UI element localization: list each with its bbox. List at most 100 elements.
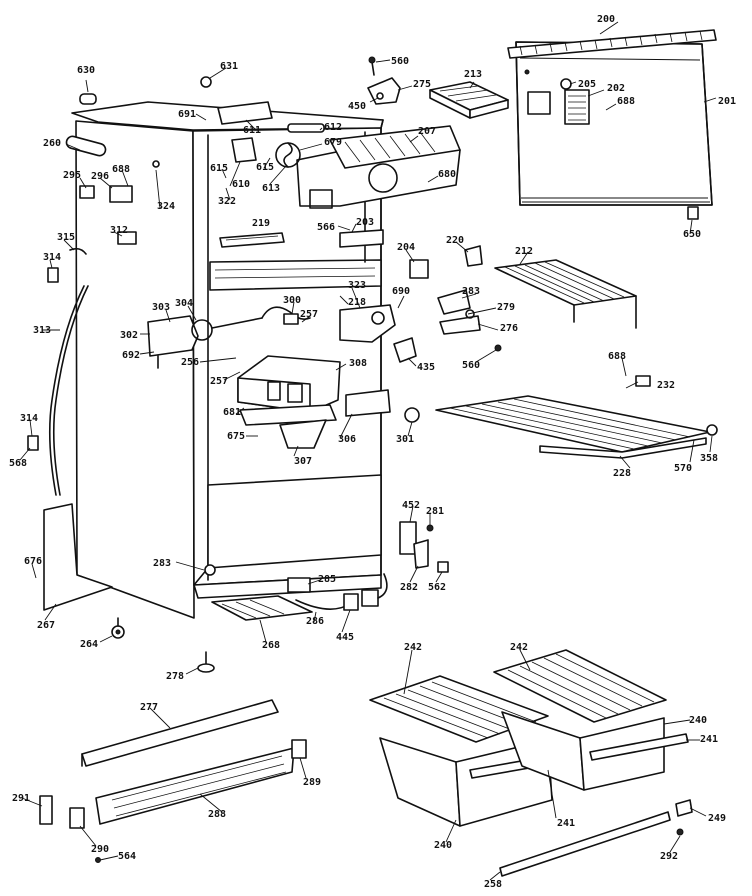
- part-label-290: 290: [91, 844, 109, 855]
- part-label-681: 681: [223, 407, 241, 418]
- control-knob-panel: [345, 389, 391, 417]
- part-label-435: 435: [417, 362, 435, 373]
- part-label-452: 452: [402, 500, 420, 511]
- part-label-300: 300: [283, 295, 301, 306]
- cabinet-body: [43, 101, 384, 619]
- part-label-292: 292: [660, 851, 678, 862]
- part-label-279: 279: [497, 302, 515, 313]
- part-label-307: 307: [294, 456, 312, 467]
- top-hinge: [367, 56, 401, 105]
- grille-end-cap: [69, 807, 85, 829]
- part-label-688c: 688: [608, 351, 626, 362]
- freezer-door-panel: [515, 41, 713, 206]
- control-bracket: [339, 304, 396, 343]
- part-label-219: 219: [252, 218, 270, 229]
- part-label-314b: 314: [20, 413, 38, 424]
- part-label-285: 285: [318, 574, 336, 585]
- rail-screw: [676, 828, 684, 836]
- part-label-200: 200: [597, 14, 615, 25]
- part-label-283a: 283: [462, 286, 480, 297]
- part-label-264: 264: [80, 639, 98, 650]
- part-label-679: 679: [324, 137, 342, 148]
- part-label-281: 281: [426, 506, 444, 517]
- part-label-242a: 242: [404, 642, 422, 653]
- part-label-676: 676: [24, 556, 42, 567]
- part-label-203: 203: [356, 217, 374, 228]
- base-bracket: [81, 699, 279, 767]
- part-label-283b: 283: [153, 558, 171, 569]
- part-label-220: 220: [446, 235, 464, 246]
- part-label-315: 315: [57, 232, 75, 243]
- part-label-282: 282: [400, 582, 418, 593]
- part-label-312: 312: [110, 225, 128, 236]
- part-label-268: 268: [262, 640, 280, 651]
- part-label-249: 249: [708, 813, 726, 824]
- part-label-213: 213: [464, 69, 482, 80]
- part-label-202: 202: [607, 83, 625, 94]
- grille-clip: [291, 739, 307, 759]
- part-label-688a: 688: [617, 96, 635, 107]
- part-label-242b: 242: [510, 642, 528, 653]
- part-label-688b: 688: [112, 164, 130, 175]
- thermostat-clip: [283, 313, 299, 325]
- ice-tray: [429, 81, 509, 119]
- part-label-289: 289: [303, 777, 321, 788]
- part-label-611: 611: [243, 125, 261, 136]
- part-label-304: 304: [175, 298, 193, 309]
- part-label-241a: 241: [700, 734, 718, 745]
- part-label-610: 610: [232, 179, 250, 190]
- part-label-218: 218: [348, 297, 366, 308]
- part-label-615a: 615: [210, 163, 228, 174]
- part-label-302: 302: [120, 330, 138, 341]
- part-label-615b: 615: [256, 162, 274, 173]
- part-label-570: 570: [674, 463, 692, 474]
- part-label-306: 306: [338, 434, 356, 445]
- part-label-286: 286: [306, 616, 324, 627]
- part-label-680: 680: [438, 169, 456, 180]
- part-label-267: 267: [37, 620, 55, 631]
- part-label-260: 260: [43, 138, 61, 149]
- evaporator-cover: [296, 125, 461, 209]
- part-label-212: 212: [515, 246, 533, 257]
- part-label-450: 450: [348, 101, 366, 112]
- freezer-bracket: [339, 229, 384, 248]
- part-label-301: 301: [396, 434, 414, 445]
- part-label-205: 205: [578, 79, 596, 90]
- lower-hinge-parts: [399, 521, 449, 573]
- part-label-204: 204: [397, 242, 415, 253]
- temperature-control-housing: [237, 355, 341, 449]
- part-label-613: 613: [262, 183, 280, 194]
- part-label-692: 692: [122, 350, 140, 361]
- part-label-690: 690: [392, 286, 410, 297]
- toe-grille: [95, 747, 295, 825]
- grille-screw: [95, 857, 101, 863]
- part-label-288: 288: [208, 809, 226, 820]
- part-label-630: 630: [77, 65, 95, 76]
- drain-tube: [48, 285, 85, 496]
- part-label-560b: 560: [462, 360, 480, 371]
- part-label-322: 322: [218, 196, 236, 207]
- part-label-568: 568: [9, 458, 27, 469]
- part-label-650: 650: [683, 229, 701, 240]
- part-label-564: 564: [118, 851, 136, 862]
- part-label-275: 275: [413, 79, 431, 90]
- part-label-207: 207: [418, 126, 436, 137]
- part-label-675: 675: [227, 431, 245, 442]
- wire-harness: [261, 306, 311, 320]
- part-label-232: 232: [657, 380, 675, 391]
- tube-clip: [27, 435, 39, 451]
- part-label-445: 445: [336, 632, 354, 643]
- part-label-257a: 257: [300, 309, 318, 320]
- part-label-240a: 240: [689, 715, 707, 726]
- part-label-303: 303: [152, 302, 170, 313]
- part-label-201: 201: [718, 96, 736, 107]
- part-label-256: 256: [181, 357, 199, 368]
- freezer-wire-shelf: [494, 259, 637, 329]
- callout-labels: 2002012022032042052072122132182192202282…: [9, 14, 736, 890]
- crisper-drawer-right: [493, 649, 689, 791]
- defrost-drain-pan: [211, 573, 388, 621]
- part-label-691: 691: [178, 109, 196, 120]
- part-label-295: 295: [63, 170, 81, 181]
